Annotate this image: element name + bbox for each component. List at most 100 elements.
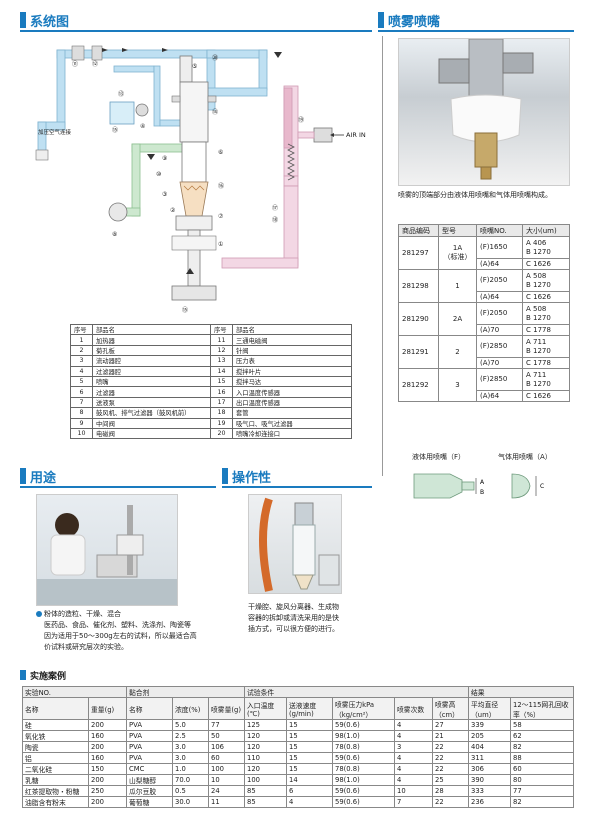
table-cell: 60: [208, 752, 245, 764]
table-cell: C 1778: [522, 357, 570, 369]
table-cell: 20: [210, 427, 233, 440]
table-cell: C 1626: [522, 291, 570, 303]
table-cell: (F)2050: [476, 302, 523, 325]
col-header: 名称: [22, 697, 89, 720]
svg-text:⑰: ⑰: [272, 204, 278, 212]
table-cell: 4: [394, 763, 433, 775]
gas-nozzle-label: 气体用喷嘴（A）: [498, 453, 552, 461]
usage-line: 医药品、食品、催化剂、塑料、洗涤剂、陶瓷等: [44, 621, 191, 629]
table-cell: 过滤器腔: [92, 365, 211, 377]
table-cell: 加热器: [92, 334, 211, 346]
section-operation-header: 操作性: [222, 466, 271, 486]
table-cell: (F)2850: [476, 368, 523, 391]
table-cell: 77: [208, 719, 245, 731]
table-cell: 6: [286, 785, 333, 797]
examples-table: 实验NO. 黏合剂 试验条件 结果 名称 重量(g) 名称 浓度(%) 喷雾量(…: [22, 686, 574, 808]
section-title: 操作性: [232, 470, 272, 486]
svg-text:②: ②: [170, 207, 176, 214]
table-cell: 22: [432, 752, 469, 764]
col-header: 喷雾压力kPa（kg/cm²）: [332, 697, 395, 720]
usage-photo: [36, 494, 178, 606]
table-cell: 82: [510, 741, 574, 753]
table-cell: 铝: [22, 752, 89, 764]
svg-text:⑫: ⑫: [92, 60, 98, 68]
table-cell: 50: [208, 730, 245, 742]
table-cell: 4: [394, 730, 433, 742]
group-header: 实验NO.: [22, 686, 127, 698]
table-cell: 1: [438, 269, 477, 303]
table-cell: 1: [70, 334, 93, 346]
table-cell: 3.0: [172, 741, 209, 753]
svg-text:⑪: ⑪: [72, 60, 78, 68]
table-cell: 三通电磁阀: [232, 334, 352, 346]
svg-text:⑳: ⑳: [212, 54, 218, 62]
table-cell: 85: [244, 796, 287, 808]
table-cell: (A)64: [476, 291, 523, 303]
table-cell: 套管: [232, 407, 352, 419]
col-header: 喷嘴NO.: [476, 224, 523, 237]
section-nozzle-header: 喷雾喷嘴: [378, 10, 440, 30]
table-cell: 5: [70, 375, 93, 388]
col-header: 商品编码: [398, 224, 439, 237]
table-cell: 281292: [398, 368, 439, 402]
liquid-nozzle-label: 液体用喷嘴（F）: [412, 453, 466, 461]
table-cell: 15: [286, 730, 333, 742]
table-cell: 77: [510, 785, 574, 797]
table-cell: 281297: [398, 236, 439, 270]
table-cell: 120: [244, 763, 287, 775]
operation-line: 容器的拆卸或清洗采用的是快: [248, 614, 339, 622]
system-diagram: AIR IN ⑪ ⑫ ⑤ ⑳ ⑬ ⑮ ④ ⑭ ⑥ ⑧ ⑨ ⑩ ③: [35, 45, 366, 314]
table-cell: 3: [70, 355, 93, 367]
table-cell: (A)70: [476, 357, 523, 369]
col-header: 平均直径（um）: [468, 697, 511, 720]
table-cell: 110: [244, 752, 287, 764]
usage-line: 因为适用于50～300g左右的试料，所以最适合高: [44, 632, 197, 640]
svg-text:⑭: ⑭: [212, 108, 218, 116]
svg-text:⑲: ⑲: [298, 116, 304, 124]
table-cell: 喷嘴: [92, 375, 211, 388]
table-cell: 22: [432, 741, 469, 753]
table-cell: 333: [468, 785, 511, 797]
table-cell: 59(0.6): [332, 719, 395, 731]
table-cell: 281291: [398, 335, 439, 369]
table-cell: 油脂含有粉末: [22, 796, 89, 808]
table-cell: 25: [432, 774, 469, 786]
table-cell: 11: [210, 334, 233, 346]
table-cell: 2: [438, 335, 477, 369]
table-cell: 200: [88, 719, 127, 731]
table-cell: 10: [394, 785, 433, 797]
column-divider: [382, 36, 383, 476]
table-cell: 150: [88, 763, 127, 775]
table-cell: 100: [208, 763, 245, 775]
col-header: 大小(um): [522, 224, 570, 237]
divider: [20, 30, 372, 32]
usage-bullet-icon: [36, 611, 42, 617]
table-cell: 59(0.6): [332, 752, 395, 764]
table-cell: C 1626: [522, 258, 570, 270]
col-header: 重量(g): [88, 697, 127, 720]
table-cell: 鼓风机、排气过滤器（鼓风机前）: [92, 407, 211, 419]
table-cell: 7: [70, 396, 93, 409]
table-cell: 3: [438, 368, 477, 402]
table-cell: 10: [70, 427, 93, 440]
section-examples-header: 实施案例: [20, 668, 66, 682]
table-cell: 3.0: [172, 752, 209, 764]
table-cell: 160: [88, 730, 127, 742]
table-cell: 5.0: [172, 719, 209, 731]
table-cell: 1A （标准）: [438, 236, 477, 270]
nozzle-photo: [398, 38, 570, 186]
table-cell: 15: [286, 763, 333, 775]
table-cell: 电磁阀: [92, 427, 211, 440]
